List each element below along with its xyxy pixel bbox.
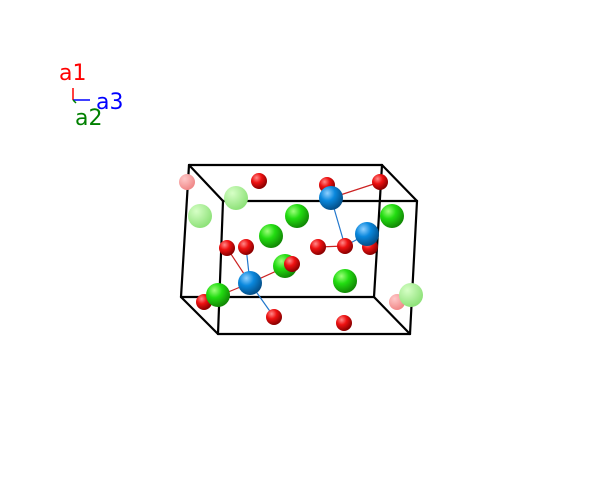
a2-axis-label: a2: [75, 106, 102, 131]
cell-edge: [372, 295, 412, 336]
cell-edge: [216, 199, 225, 336]
atoms: [179, 173, 423, 331]
large-cation-atom-ghost[interactable]: [188, 204, 212, 228]
oxygen-atom[interactable]: [238, 239, 254, 255]
a3-axis-label: a3: [96, 90, 123, 115]
large-cation-atom[interactable]: [285, 204, 309, 228]
cell-edge: [187, 163, 225, 203]
large-cation-atom[interactable]: [259, 224, 283, 248]
oxygen-atom[interactable]: [337, 238, 353, 254]
oxygen-atom[interactable]: [219, 240, 235, 256]
oxygen-atom[interactable]: [310, 239, 326, 255]
oxygen-atom[interactable]: [251, 173, 267, 189]
small-cation-atom[interactable]: [319, 186, 343, 210]
oxygen-atom[interactable]: [266, 309, 282, 325]
a2-axis-line: [72, 99, 77, 104]
oxygen-atom[interactable]: [336, 315, 352, 331]
oxygen-atom[interactable]: [284, 256, 300, 272]
large-cation-atom[interactable]: [380, 204, 404, 228]
oxygen-atom[interactable]: [372, 174, 388, 190]
axis-indicator: a1 a3 a2: [59, 61, 123, 131]
cell-edge: [408, 199, 419, 336]
small-cation-atom[interactable]: [355, 222, 379, 246]
a1-axis-label: a1: [59, 61, 86, 86]
oxygen-atom-ghost[interactable]: [179, 174, 195, 190]
large-cation-atom[interactable]: [206, 283, 230, 307]
small-cation-atom[interactable]: [238, 271, 262, 295]
unit-cell: [179, 163, 419, 336]
large-cation-atom-ghost[interactable]: [224, 186, 248, 210]
cell-edge: [380, 163, 419, 203]
cell-edge: [179, 295, 220, 336]
large-cation-atom-ghost[interactable]: [399, 283, 423, 307]
large-cation-atom[interactable]: [333, 269, 357, 293]
